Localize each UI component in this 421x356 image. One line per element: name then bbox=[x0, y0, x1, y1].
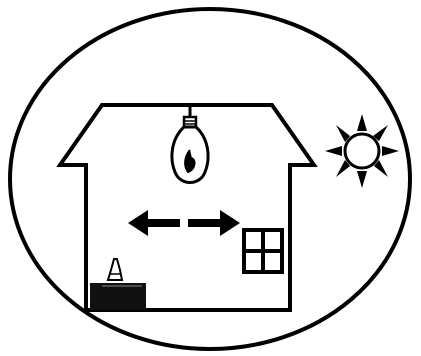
tv-icon bbox=[90, 259, 146, 310]
ellipse-boundary bbox=[10, 9, 410, 349]
window-icon bbox=[244, 230, 282, 272]
sun-icon bbox=[325, 114, 399, 188]
arrow-right-icon bbox=[188, 210, 240, 236]
light-bulb-icon bbox=[172, 106, 208, 183]
arrow-left-icon bbox=[128, 210, 180, 236]
